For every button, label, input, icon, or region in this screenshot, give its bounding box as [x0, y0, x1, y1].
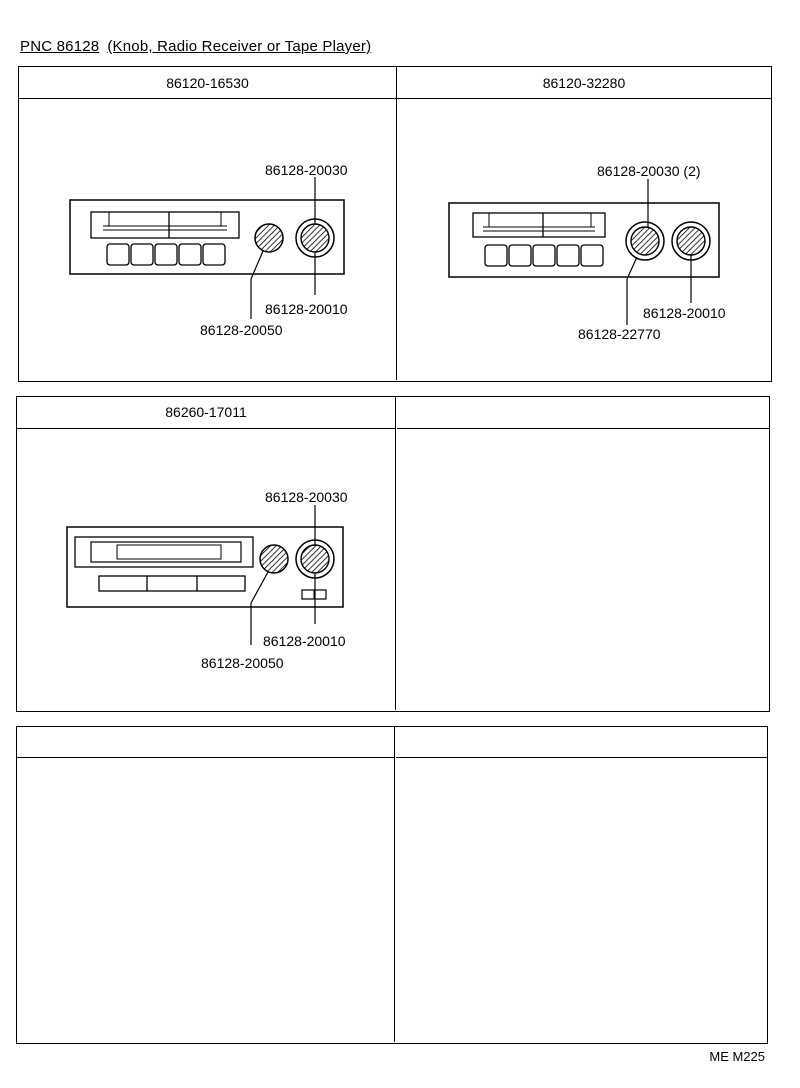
model-number: 86120-32280: [542, 75, 626, 91]
model-header: [17, 727, 394, 758]
cell-empty: [17, 727, 395, 1042]
knob-1-inner: [630, 226, 660, 256]
tape-slot: [472, 212, 606, 238]
radio-body: [69, 199, 345, 275]
cell-86120-16530: 86120-16530: [19, 67, 397, 380]
tape-slot: [74, 536, 254, 568]
model-header: [397, 397, 769, 429]
pnc-description: (Knob, Radio Receiver or Tape Player): [107, 38, 372, 55]
callout-label-bottom: 86128-20050: [201, 655, 284, 671]
knob-small: [259, 544, 289, 574]
knob-1-outer: [625, 221, 665, 261]
cell-empty: [396, 727, 767, 1042]
model-header: 86120-16530: [19, 67, 396, 99]
radio-diagram-86120-32280: [448, 179, 720, 325]
model-header: [396, 727, 767, 758]
callout-labels: 86128-20030 86128-20010 86128-20050: [201, 489, 348, 671]
callout-label-mid: 86128-20010: [265, 301, 348, 317]
cell-86260-17011: 86260-17011 86: [17, 397, 396, 710]
tape-slot: [90, 211, 240, 239]
pnc-label: PNC 86128: [20, 38, 100, 55]
model-header: 86260-17011: [17, 397, 395, 429]
function-buttons: [98, 575, 246, 592]
model-number: 86120-16530: [166, 75, 249, 91]
page-code: ME M225: [709, 1049, 765, 1064]
callout-label-mid: 86128-20010: [263, 633, 346, 649]
model-header: 86120-32280: [397, 67, 771, 99]
radio-body: [66, 526, 344, 608]
callout-labels: 86128-20030 86128-20010 86128-20050: [200, 162, 348, 338]
callout-labels: 86128-20030 (2) 86128-20010 86128-22770: [578, 163, 726, 342]
knob-small: [254, 223, 284, 253]
callout-label-bottom: 86128-22770: [578, 326, 661, 342]
preset-buttons: [484, 244, 604, 267]
panel-row-1: 86120-16530: [18, 66, 772, 382]
page-title: PNC 86128 (Knob, Radio Receiver or Tape P…: [20, 38, 371, 55]
radio-diagram-86260-17011: [66, 505, 344, 645]
panel-row-3: [16, 726, 768, 1044]
panel-row-2: 86260-17011 86: [16, 396, 770, 712]
cell-empty: [397, 397, 769, 710]
callout-label-top: 86128-20030: [265, 489, 348, 505]
preset-buttons: [106, 243, 226, 266]
radio-body: [448, 202, 720, 278]
radio-diagram-86120-16530: [69, 177, 345, 319]
callout-label-bottom: 86128-20050: [200, 322, 283, 338]
callout-label-top: 86128-20030 (2): [597, 163, 701, 179]
model-number: 86260-17011: [165, 404, 247, 420]
callout-label-top: 86128-20030: [265, 162, 348, 178]
callout-label-mid: 86128-20010: [643, 305, 726, 321]
cell-86120-32280: 86120-32280: [397, 67, 771, 380]
